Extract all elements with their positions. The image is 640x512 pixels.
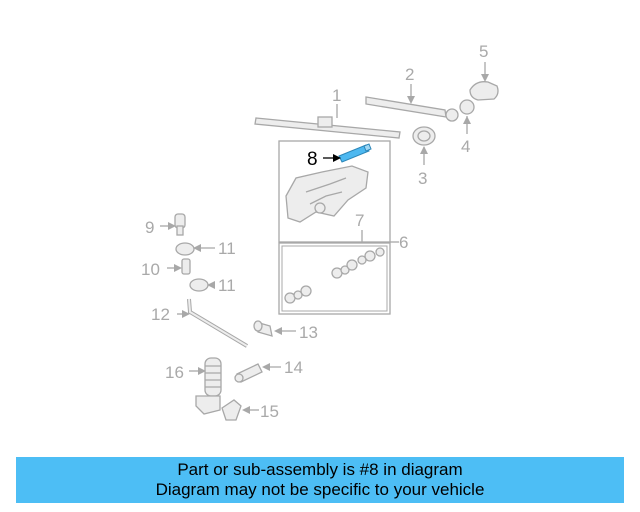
connector-part-10 bbox=[181, 258, 191, 275]
valve-part-14 bbox=[234, 363, 263, 383]
cap-part-5 bbox=[469, 81, 499, 101]
nozzle-part-9 bbox=[174, 213, 186, 236]
callout-11a: 11 bbox=[218, 239, 236, 258]
parts-diagram: 1 2 3 4 5 8 bbox=[141, 42, 499, 421]
callout-12: 12 bbox=[151, 305, 170, 324]
kit-small-parts bbox=[284, 247, 385, 304]
callout-15: 15 bbox=[260, 402, 279, 421]
nut-part-4 bbox=[459, 99, 475, 115]
wiper-blade-part-1 bbox=[254, 116, 401, 139]
pump-part-16 bbox=[195, 357, 222, 415]
kit-group-box bbox=[278, 242, 391, 315]
callout-14: 14 bbox=[284, 358, 303, 377]
callout-1: 1 bbox=[332, 86, 341, 105]
fitting-part-13 bbox=[253, 320, 273, 337]
clip-part-11-bottom bbox=[189, 278, 209, 292]
callout-9: 9 bbox=[145, 218, 154, 237]
callout-7: 7 bbox=[355, 211, 364, 230]
callout-13: 13 bbox=[299, 323, 318, 342]
callout-3: 3 bbox=[418, 169, 427, 188]
banner-line-1: Part or sub-assembly is #8 in diagram bbox=[177, 460, 463, 479]
callout-11b: 11 bbox=[218, 276, 236, 295]
kit-inner-box bbox=[281, 245, 388, 312]
part-8-highlighted bbox=[338, 143, 372, 163]
motor-group-box bbox=[278, 140, 391, 243]
callout-5: 5 bbox=[479, 42, 488, 61]
callout-6: 6 bbox=[399, 233, 408, 252]
clip-part-11-top bbox=[175, 242, 195, 256]
hose-part-12 bbox=[187, 298, 249, 348]
grommet-part-3 bbox=[412, 126, 436, 146]
callout-16: 16 bbox=[165, 363, 184, 382]
info-banner: Part or sub-assembly is #8 in diagram Di… bbox=[16, 457, 624, 503]
callout-8: 8 bbox=[307, 149, 318, 170]
callout-2: 2 bbox=[405, 65, 414, 84]
elbow-part-15 bbox=[221, 399, 242, 421]
callout-10: 10 bbox=[141, 260, 160, 279]
banner-line-2: Diagram may not be specific to your vehi… bbox=[155, 480, 485, 499]
wiper-motor bbox=[285, 165, 369, 223]
callout-4: 4 bbox=[461, 137, 470, 156]
wiper-arm-part-2 bbox=[365, 96, 459, 122]
